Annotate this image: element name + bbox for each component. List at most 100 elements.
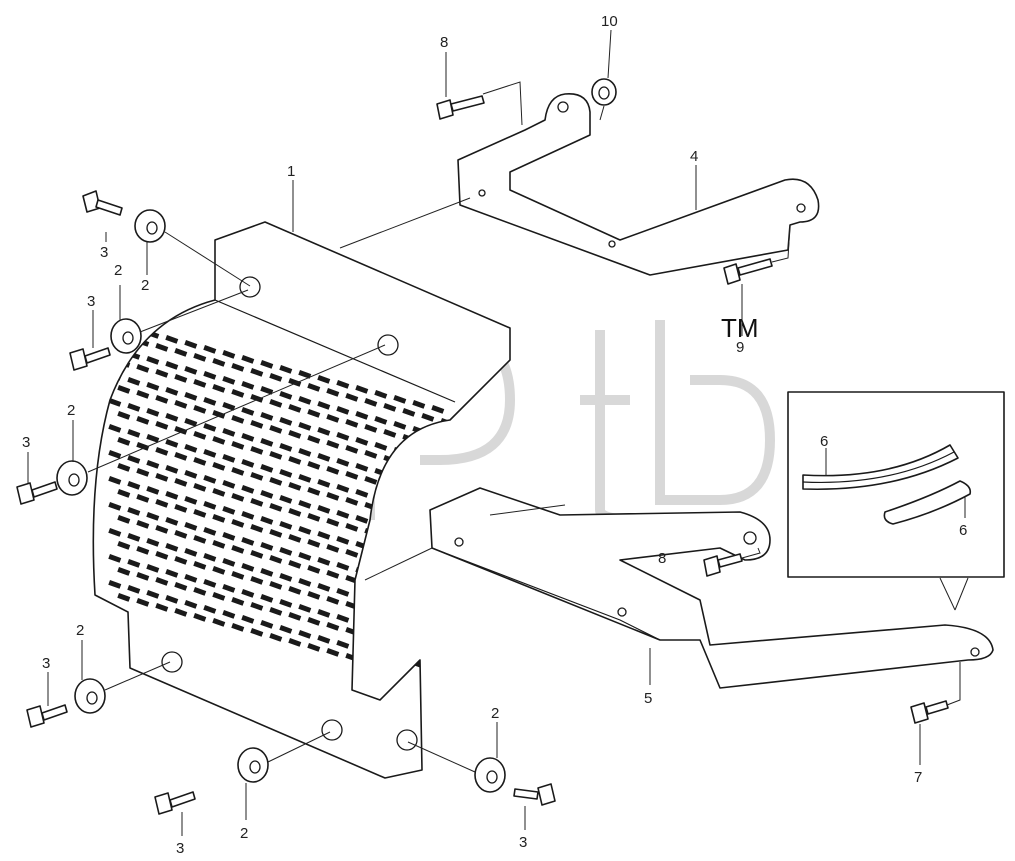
perforation-slot: [117, 437, 131, 446]
perforation-slot: [174, 426, 188, 435]
perforation-slot: [174, 478, 188, 487]
perforation-slot: [269, 477, 283, 486]
perforation-slot: [165, 439, 179, 448]
perforation-slot: [298, 526, 312, 535]
perforation-slot: [374, 650, 388, 659]
perforation-slot: [108, 554, 122, 563]
perforation-slot: [184, 444, 198, 453]
perforation-slot: [184, 392, 198, 401]
perforation-slot: [260, 489, 274, 499]
perforation-slot: [155, 577, 169, 586]
perforation-slot: [298, 448, 312, 457]
perforation-slot: [146, 460, 160, 469]
perforation-slot: [127, 507, 141, 516]
perforation-slot: [317, 557, 331, 566]
perforation-slot: [212, 410, 226, 419]
perforation-slot: [184, 574, 198, 583]
callout-part-4: 4: [690, 148, 698, 165]
perforation-slot: [127, 455, 141, 464]
perforation-slot: [174, 582, 188, 591]
perforation-slot: [345, 523, 359, 532]
perforation-slot: [393, 446, 407, 456]
perforation-slot: [203, 553, 217, 562]
perforation-slot: [269, 373, 283, 382]
perforation-slot: [393, 576, 407, 586]
perforation-slot: [345, 497, 359, 506]
callout-bolt: 3: [176, 840, 184, 857]
perforation-slot: [212, 566, 226, 575]
perforation-slot: [374, 415, 388, 425]
perforation-slot: [260, 464, 274, 473]
perforation-slot: [127, 585, 141, 594]
perforation-slot: [326, 596, 340, 605]
callout-bolt: 3: [87, 293, 95, 310]
perforation-slot: [184, 366, 198, 375]
perforation-slot: [279, 417, 293, 426]
perforation-slot: [212, 592, 226, 601]
perforation-slot: [421, 465, 435, 474]
perforation-slot: [231, 363, 245, 372]
perforation-slot: [307, 617, 321, 626]
perforation-slot: [241, 563, 255, 572]
perforation-slot: [136, 442, 150, 451]
perforation-slot: [298, 630, 312, 639]
perforation-slot: [212, 384, 226, 393]
perforation-slot: [146, 512, 160, 521]
perforation-slot: [231, 545, 245, 554]
perforation-slot: [421, 491, 435, 500]
perforation-slot: [421, 439, 435, 448]
perforation-slot: [193, 561, 207, 570]
perforation-slot: [241, 407, 255, 416]
perforation-slot: [383, 428, 397, 438]
perforation-slot: [193, 483, 207, 492]
perforation-slot: [431, 483, 445, 492]
perforation-slot: [146, 538, 160, 547]
perforation-slot: [117, 463, 131, 472]
perforation-slot: [383, 481, 397, 490]
perforation-slot: [298, 500, 312, 509]
perforation-slot: [279, 469, 293, 478]
perforation-slot: [155, 447, 169, 456]
perforation-slot: [155, 343, 169, 352]
perforation-slot: [231, 389, 245, 398]
perforation-slot: [393, 499, 407, 508]
perforation-slot: [412, 556, 426, 565]
perforation-slot: [288, 456, 302, 465]
perforation-slot: [431, 405, 445, 414]
perforation-slot: [298, 604, 312, 613]
perforation-slot: [317, 401, 331, 410]
perforation-slot: [222, 402, 236, 411]
perforation-slot: [231, 571, 245, 580]
perforation-slot: [127, 429, 141, 438]
perforation-slot: [174, 608, 188, 617]
perforation-slot: [136, 468, 150, 477]
perforation-slot: [355, 489, 369, 498]
perforation-slot: [374, 598, 388, 607]
perforation-slot: [431, 613, 445, 622]
perforation-slot: [355, 644, 369, 654]
perforation-slot: [336, 484, 350, 493]
perforation-slot: [317, 453, 331, 462]
perforation-slot: [165, 491, 179, 500]
perforation-slot: [421, 413, 435, 422]
perforation-slot: [279, 573, 293, 582]
perforation-slot: [260, 386, 274, 395]
perforation-slot: [440, 470, 454, 479]
callout-strip: 6: [959, 522, 967, 539]
perforation-slot: [212, 540, 226, 549]
callout-washer: 2: [491, 705, 499, 722]
perforation-slot: [193, 379, 207, 388]
perforation-slot: [440, 573, 454, 583]
perforation-slot: [231, 415, 245, 424]
perforation-slot: [326, 466, 340, 475]
perforation-slot: [127, 403, 141, 412]
perforation-slot: [165, 361, 179, 370]
perforation-slot: [288, 638, 302, 647]
perforation-slot: [203, 449, 217, 458]
perforation-slot: [393, 551, 407, 560]
perforation-slot: [364, 476, 378, 485]
perforation-slot: [174, 452, 188, 461]
perforation-slot: [222, 558, 236, 567]
perforation-slot: [174, 556, 188, 565]
